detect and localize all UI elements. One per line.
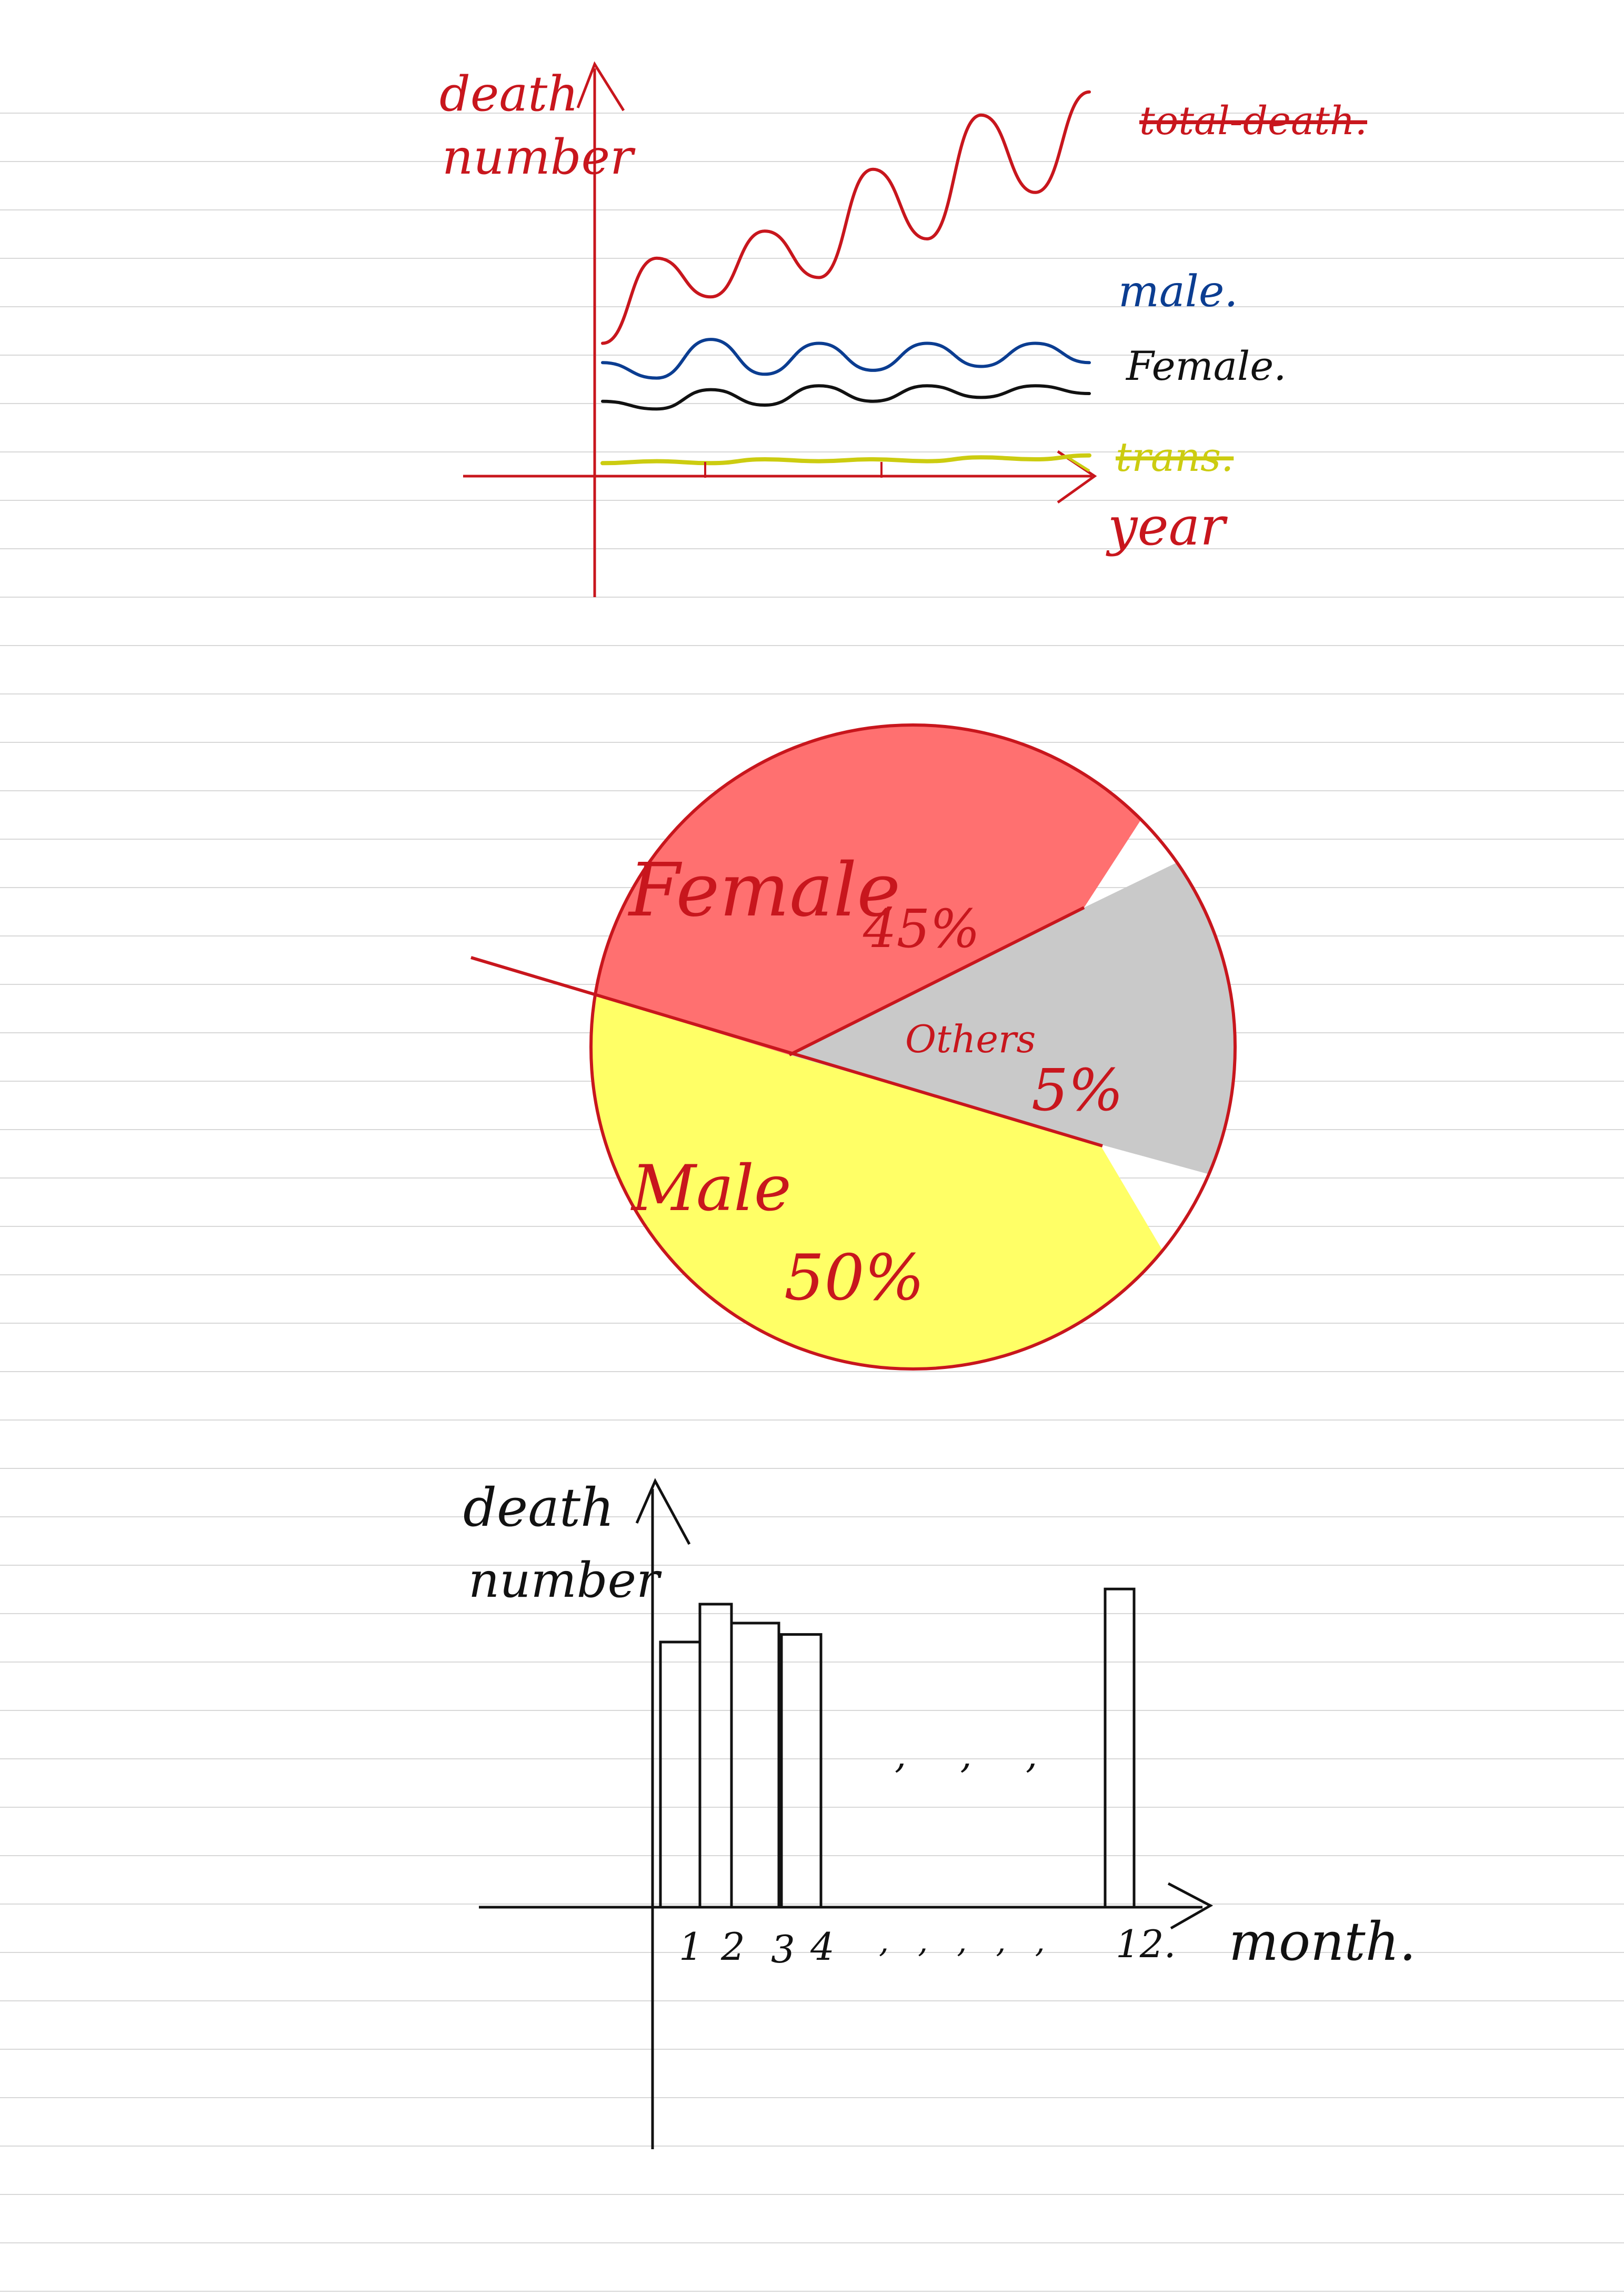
pie-percent-female: 45% — [863, 898, 980, 960]
pie-divider-female-others — [788, 906, 1085, 1056]
pie-divider-male-female — [470, 956, 1103, 1147]
bar-tick-label: 1 — [679, 1925, 703, 1969]
bar-chart-ellipsis-axis: , , , , , — [879, 1923, 1055, 1960]
pie-outline — [589, 723, 1237, 1371]
series-label-male: male. — [1118, 267, 1238, 317]
bar-group — [659, 1587, 1136, 1909]
bar-chart-y-arrowhead — [635, 1478, 691, 1545]
bar-month-3 — [780, 1633, 823, 1909]
bar-chart-ylabel-line1: death — [463, 1477, 614, 1538]
bar-tick-label: 2 — [720, 1925, 745, 1969]
line-chart-ylabel-line2: number — [442, 129, 636, 185]
pie-label-others: Others — [905, 1017, 1036, 1061]
trans-arrow-stub — [1067, 456, 1090, 472]
line-chart: death number year total-death. male. Fem… — [439, 61, 1367, 597]
pie-label-female: Female — [627, 848, 900, 933]
bar-chart-xlabel: month. — [1229, 1911, 1416, 1972]
bar-month-12 — [1104, 1587, 1136, 1909]
series-label-trans: trans. — [1116, 434, 1234, 480]
bar-month-2 — [730, 1622, 780, 1909]
series-label-total-death: total-death. — [1139, 98, 1367, 144]
pie-slice-others — [789, 821, 1235, 1189]
series-line-female — [601, 384, 1091, 411]
bar-tick-label: 12. — [1116, 1922, 1176, 1966]
bar-chart-ellipsis-top: , , , — [895, 1734, 1058, 1777]
series-line-trans — [600, 453, 1091, 466]
pie-percent-male: 50% — [784, 1242, 925, 1315]
pie-label-male: Male — [630, 1152, 791, 1225]
series-label-female: Female. — [1125, 343, 1286, 389]
series-line-male — [601, 338, 1091, 380]
line-chart-y-arrowhead — [576, 61, 625, 112]
bar-tick-label: 4 — [810, 1925, 835, 1969]
line-chart-xlabel: year — [1106, 496, 1228, 557]
line-chart-ylabel-line1: death — [439, 66, 578, 122]
bar-chart-ylabel-line2: number — [468, 1552, 662, 1608]
bar-tick-label: 3 — [771, 1927, 795, 1971]
series-line-total-death — [601, 90, 1091, 345]
bar-chart-x-arrowhead — [1167, 1882, 1214, 1930]
pie-percent-others: 5% — [1031, 1056, 1124, 1124]
bar-chart: death number month. 1 2 3 4 12. , , , , … — [463, 1477, 1416, 2149]
